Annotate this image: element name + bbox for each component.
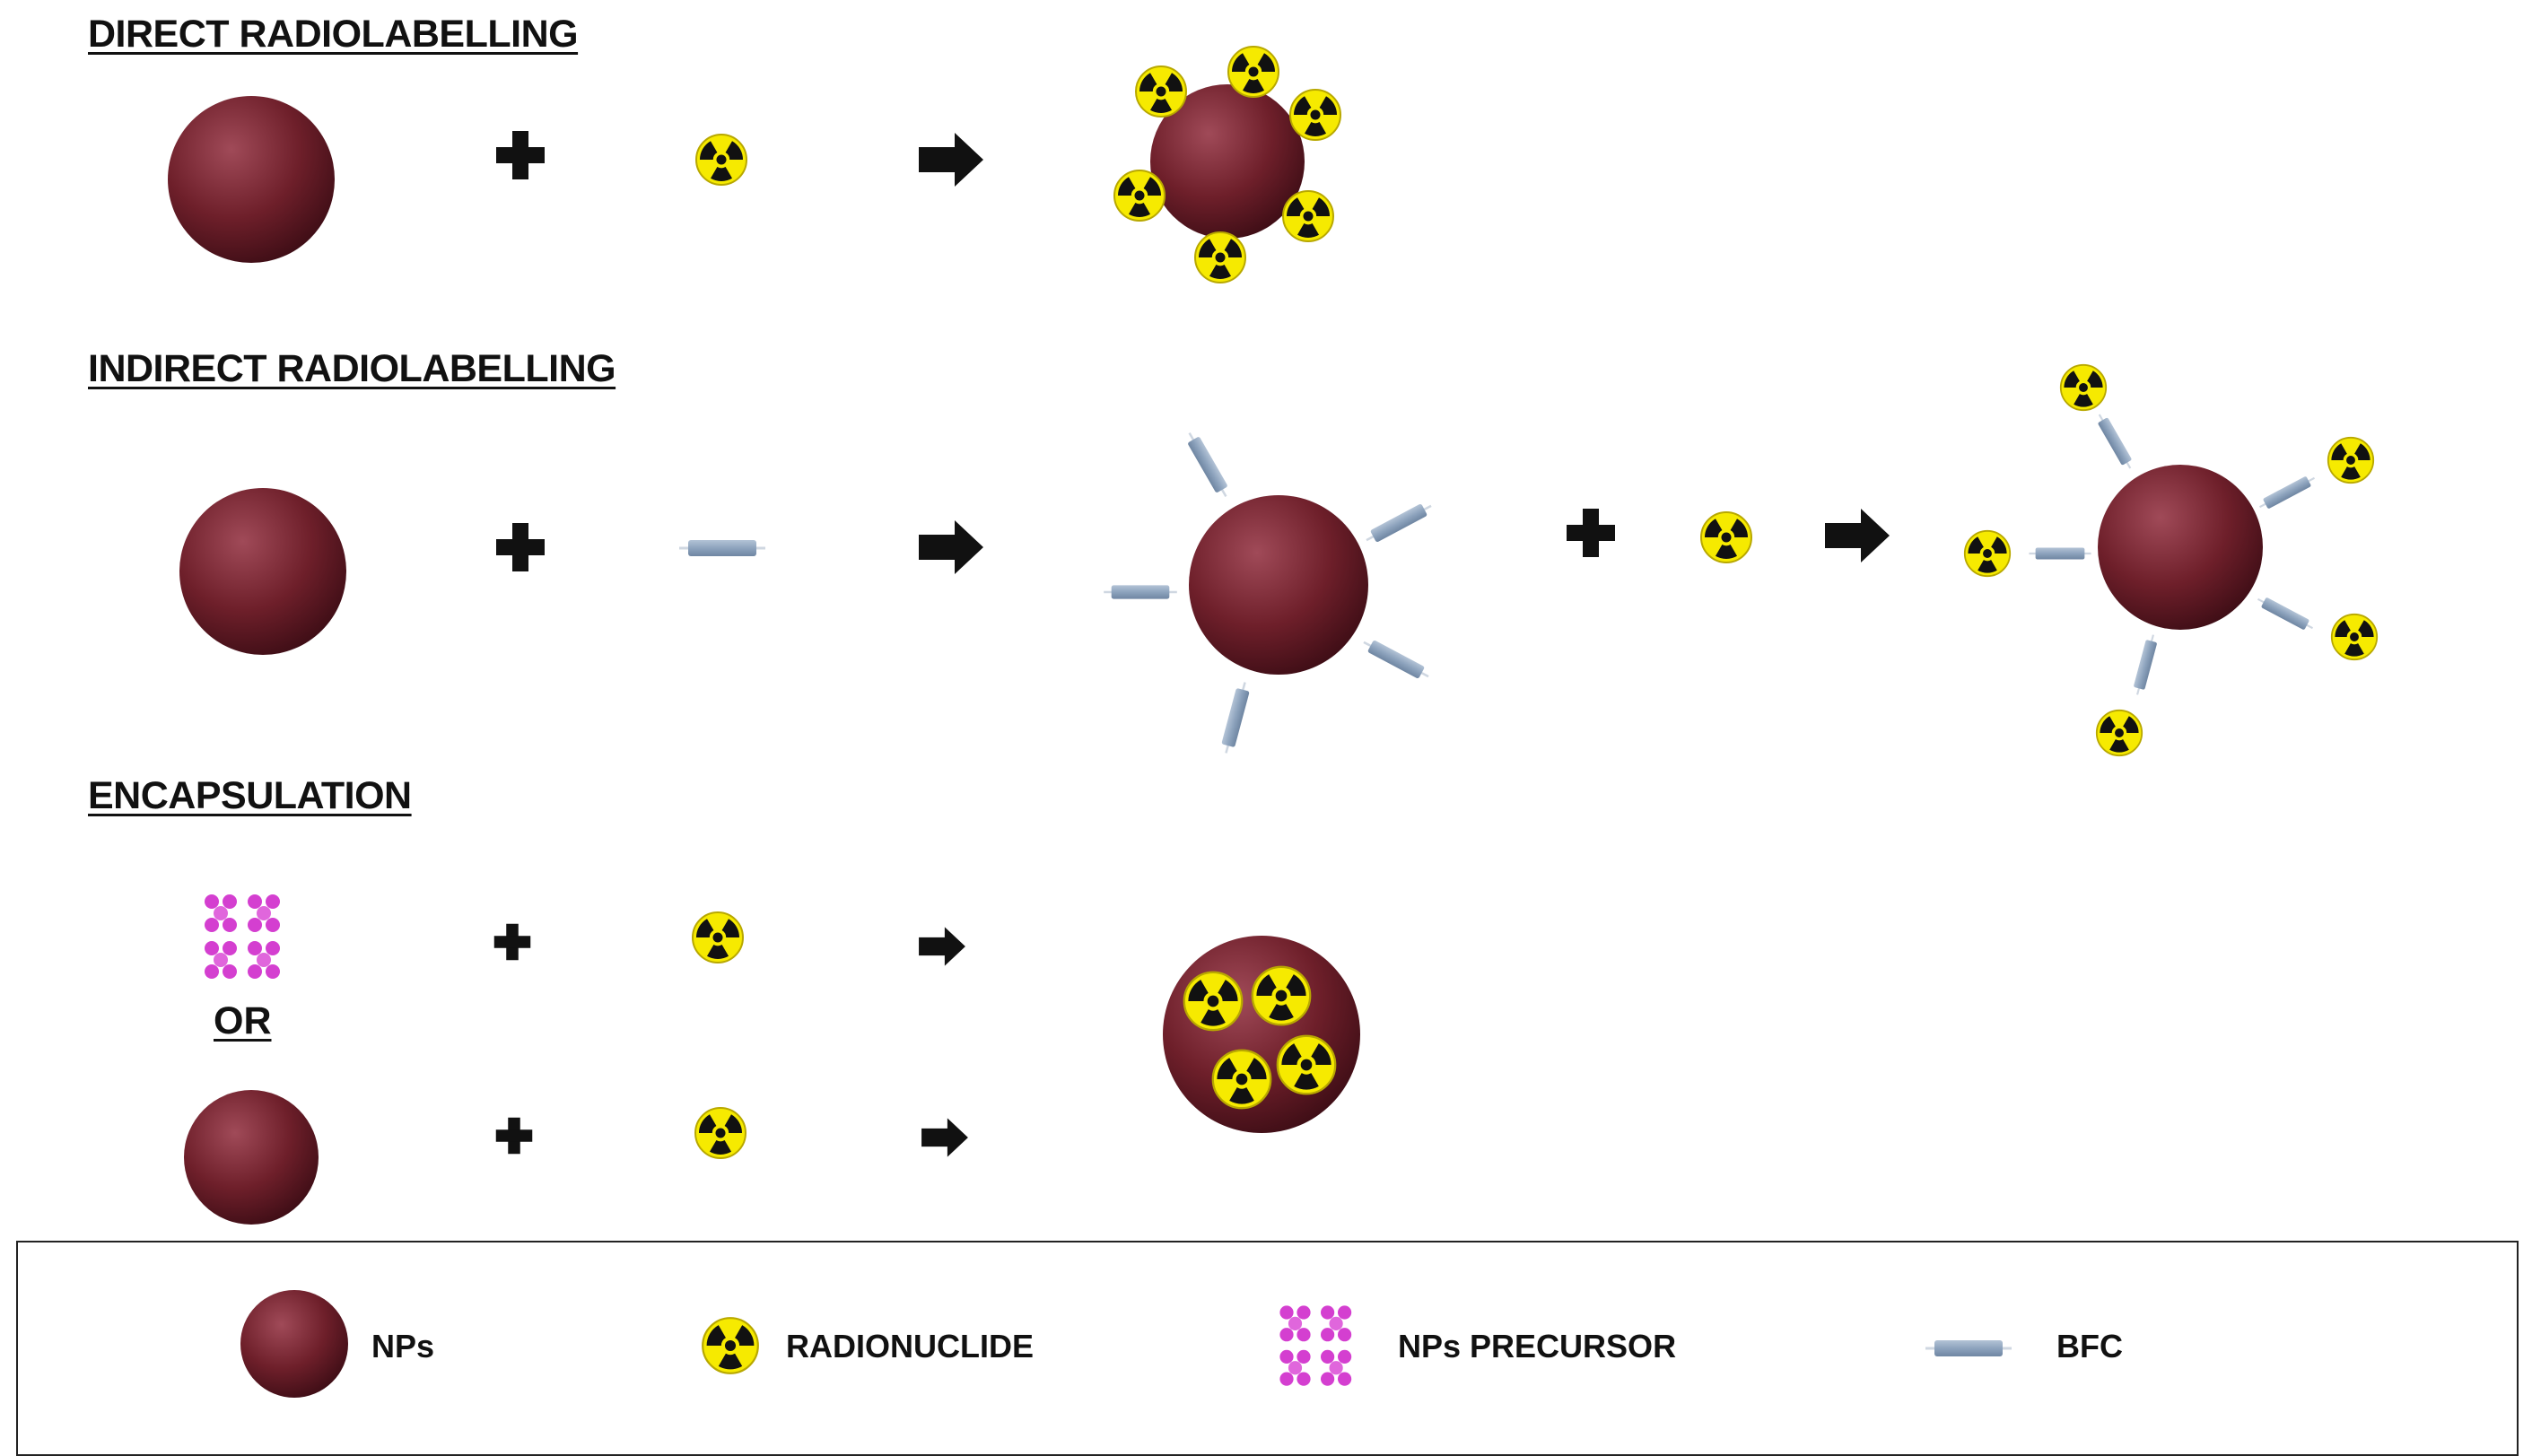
radionuclide-icon [1111,170,1166,225]
bfc-icon [677,538,767,558]
arrow-right-icon [921,1118,968,1157]
or-label: OR [214,999,272,1042]
legend-precursor-label: NPs PRECURSOR [1398,1328,1677,1364]
nanoparticle [168,96,335,263]
nanoparticle [184,1090,319,1225]
bfc-icon [1218,679,1253,756]
radionuclide-icon [689,911,744,967]
nps-precursor-icon [205,894,280,979]
radionuclide-icon [693,134,747,189]
bfc-icon [2093,410,2136,473]
plus-icon [495,1117,533,1155]
radionuclide-icon [1698,511,1752,567]
arrow-right-icon [919,133,983,187]
radionuclide-icon [1192,231,1246,287]
radionuclide-icon [2329,613,2379,663]
arrow-right-icon [1825,509,1890,562]
plus-icon [496,131,545,179]
bfc-icon [2254,592,2317,635]
legend-bfc-label: BFC [2056,1328,2123,1364]
indirect-radiolabelling-heading: INDIRECT RADIOLABELLING [88,347,616,390]
encapsulation-heading: ENCAPSULATION [88,774,412,817]
bfc-icon [2256,471,2318,514]
plus-icon [493,923,531,961]
labelled-nanoparticle [1150,84,1305,239]
plus-icon [496,523,545,571]
radionuclide-icon [1962,529,2012,580]
legend-nps-label: NPs [371,1328,435,1364]
bfc-icon [1359,634,1433,684]
radiolabelled-bfc-nanoparticle [2098,465,2263,630]
legend-radionuclide-label: RADIONUCLIDE [786,1328,1034,1364]
bfc-icon [1102,584,1179,600]
encapsulated-nanoparticle [1163,936,1360,1133]
radionuclide-icon [692,1107,747,1163]
legend-nps-symbol [240,1290,348,1398]
bfc-icon [1362,498,1436,548]
bfc-icon [2028,546,2092,561]
radionuclide-icon [2326,436,2375,486]
radionuclide-icon [2094,709,2143,759]
bfc-icon [1182,428,1234,501]
arrow-right-icon [919,520,983,574]
radionuclide-icon [2058,363,2108,414]
arrow-right-icon [919,927,965,966]
radionuclide-icon [1279,190,1334,246]
plus-icon [1567,509,1615,557]
nanoparticle [179,488,346,655]
bfc-conjugated-nanoparticle [1189,495,1368,675]
direct-radiolabelling-heading: DIRECT RADIOLABELLING [88,13,579,56]
bfc-icon [2130,632,2161,698]
